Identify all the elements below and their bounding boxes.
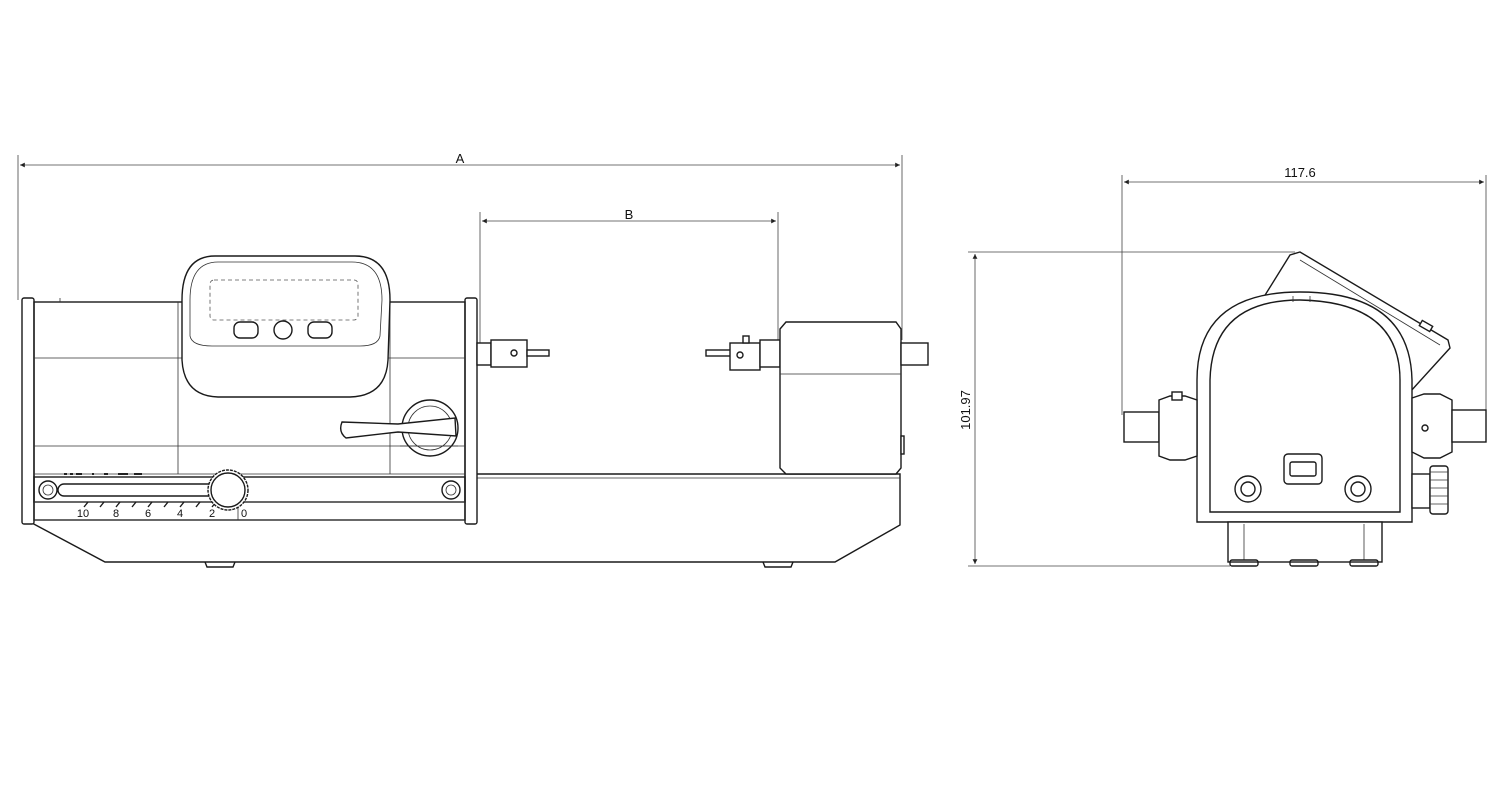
display-button-left[interactable]	[233, 321, 259, 339]
dimension-height: 101.97	[958, 251, 1295, 567]
display-screen	[209, 279, 359, 321]
scale-slider: 10 8 6 4 2 0	[33, 469, 466, 521]
end-base	[1227, 521, 1383, 567]
side-view: A B	[17, 151, 929, 568]
end-knob[interactable]	[1429, 465, 1449, 515]
end-housing	[1196, 291, 1413, 523]
scale-label: 4	[177, 508, 183, 520]
dimension-b: B	[479, 207, 779, 345]
end-port	[1283, 453, 1323, 485]
scale-label: 6	[145, 508, 151, 520]
display-button-center[interactable]	[273, 320, 293, 340]
adjust-knob[interactable]	[207, 469, 249, 511]
dimension-width-label: 117.6	[1284, 165, 1316, 180]
dimension-width: 117.6	[1121, 165, 1487, 415]
tailstock	[705, 321, 929, 475]
scale-label: 8	[113, 508, 119, 520]
main-housing	[21, 297, 478, 525]
scale-label: 0	[241, 508, 247, 520]
dimension-a-label: A	[456, 151, 465, 166]
scale-label: 2	[209, 508, 215, 520]
dimension-b-label: B	[625, 207, 634, 222]
scale-marks-small	[64, 473, 142, 475]
dimension-a: A	[17, 151, 903, 340]
scale-label: 10	[77, 508, 89, 520]
dimension-height-label: 101.97	[958, 390, 973, 430]
display-unit	[181, 255, 391, 398]
end-left-spindle	[1123, 391, 1198, 461]
end-view: 117.6 101.97	[958, 165, 1487, 567]
scale-ticks	[83, 501, 217, 508]
display-button-right[interactable]	[307, 321, 333, 339]
end-right-spindle	[1411, 393, 1487, 515]
lock-lever[interactable]	[339, 399, 459, 457]
left-spindle	[476, 339, 550, 368]
